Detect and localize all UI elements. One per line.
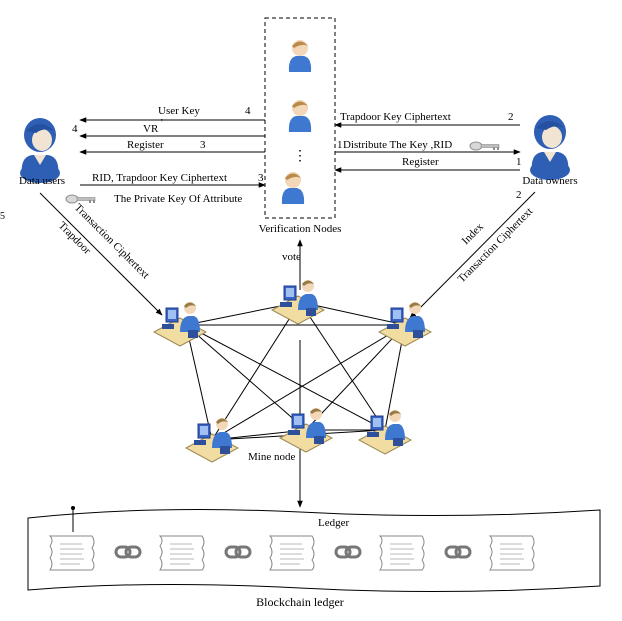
- mine-node-icon-3: [378, 301, 432, 347]
- label-user-key: User Key: [158, 105, 200, 117]
- ledger-block-1: [49, 535, 95, 571]
- ledger-caption: Blockchain ledger: [256, 595, 344, 609]
- label-right-diag-num: 2: [516, 189, 522, 201]
- label-register-right-num: 1: [516, 156, 522, 168]
- verification-nodes-label: Verification Nodes: [259, 223, 342, 235]
- data-users-icon: [20, 118, 60, 183]
- label-distribute: Distribute The Key ,RID: [343, 139, 452, 151]
- label-private-key: The Private Key Of Attribute: [114, 193, 242, 205]
- label-vr-sup: ': [161, 118, 163, 129]
- mine-node-label: Mine node: [248, 451, 295, 463]
- ledger-block-5: [489, 535, 535, 571]
- label-rid: RID, Trapdoor Key Ciphertext: [92, 172, 227, 184]
- label-right-diag-a: Index: [460, 221, 487, 248]
- label-trapdoor-key: Trapdoor Key Ciphertext: [340, 111, 451, 123]
- mine-node-icon-2: [271, 279, 325, 325]
- ledger-banner: [27, 509, 601, 593]
- verification-node-icon-1: [288, 40, 312, 72]
- verification-node-icon-3: [281, 172, 305, 204]
- label-distribute-num: 1: [337, 139, 343, 151]
- label-user-key-num: 4: [245, 105, 251, 117]
- arrow-right-diagonal: [409, 191, 536, 319]
- label-register-left-num: 3: [200, 139, 206, 151]
- arrow-left-diagonal: [39, 192, 163, 316]
- label-vr-num: 4: [72, 123, 78, 135]
- label-trapdoor-num: 2: [508, 111, 514, 123]
- verification-node-icon-2: [288, 100, 312, 132]
- data-users-label: Data users: [19, 175, 65, 187]
- label-vote: vote: [282, 251, 301, 263]
- verification-nodes-box: [264, 17, 336, 219]
- verification-ellipsis: ⋮: [293, 149, 307, 164]
- ledger-block-4: [379, 535, 425, 571]
- label-register-left: Register: [127, 139, 164, 151]
- ledger-label: Ledger: [318, 517, 349, 529]
- mine-node-icon-1: [153, 301, 207, 347]
- mine-node-icon-4: [185, 417, 239, 463]
- label-register-right: Register: [402, 156, 439, 168]
- data-owners-icon: [530, 115, 570, 180]
- left-edge-fragment: 5: [0, 211, 5, 222]
- mine-node-icon-6: [358, 409, 412, 455]
- data-owners-label: Data owners: [522, 175, 577, 187]
- label-vr: VR: [143, 123, 159, 135]
- ledger-block-3: [269, 535, 315, 571]
- label-rid-num: 3: [258, 172, 264, 184]
- distribute-key-icon: [469, 141, 500, 151]
- ledger-block-2: [159, 535, 205, 571]
